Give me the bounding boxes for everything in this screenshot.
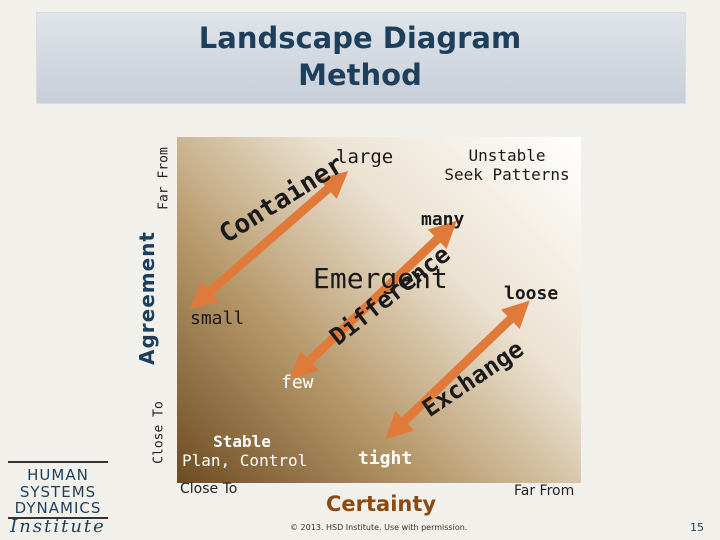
difference-few-label: few — [281, 372, 314, 393]
x-axis-far-label: Far From — [514, 483, 575, 499]
stable-line-1: Stable — [213, 432, 271, 451]
copyright-footer: © 2013. HSD Institute. Use with permissi… — [290, 523, 468, 532]
slide-title: Landscape Diagram Method — [36, 20, 684, 94]
logo-word-systems: SYSTEMS — [19, 483, 97, 501]
title-banner — [36, 12, 686, 104]
container-small-label: small — [190, 308, 245, 329]
logo-word-institute: Institute — [10, 516, 106, 537]
x-axis-label: Certainty — [326, 492, 437, 516]
x-axis-close-label: Close To — [180, 481, 238, 497]
container-arrow — [189, 171, 349, 309]
y-axis-label: Agreement — [135, 231, 159, 365]
page-number: 15 — [690, 521, 704, 534]
title-line-1: Landscape Diagram — [198, 21, 522, 55]
exchange-tight-label: tight — [358, 448, 413, 469]
difference-arrow — [290, 220, 457, 380]
logo-word-dynamics: DYNAMICS — [14, 499, 102, 517]
unstable-line-1: Unstable — [468, 146, 546, 165]
stable-label: Stable Plan, Control — [182, 432, 308, 470]
y-axis-close-label: Close To — [151, 401, 167, 464]
unstable-line-2: Seek Patterns — [444, 165, 570, 184]
logo-word-human: HUMAN — [27, 466, 89, 484]
exchange-loose-label: loose — [504, 283, 559, 304]
y-axis-far-label: Far From — [156, 147, 172, 210]
difference-many-label: many — [421, 209, 465, 230]
exchange-arrow — [385, 300, 530, 440]
emergent-label: Emergent — [313, 262, 448, 295]
container-large-label: large — [336, 146, 394, 168]
stable-line-2: Plan, Control — [182, 451, 308, 470]
title-line-2: Method — [298, 58, 422, 92]
logo-rule-top — [8, 461, 108, 463]
unstable-label: Unstable Seek Patterns — [440, 146, 574, 184]
logo-rule-bottom — [8, 517, 108, 519]
